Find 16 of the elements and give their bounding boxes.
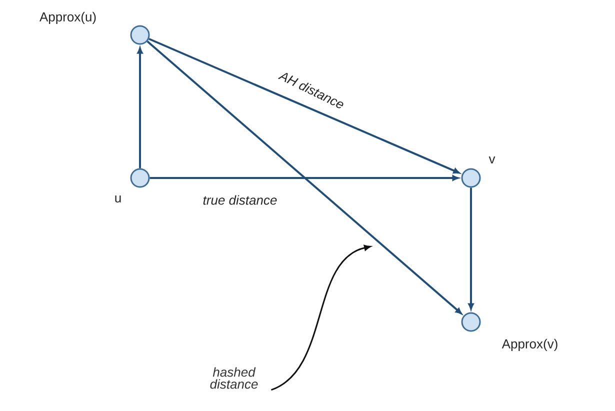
vertex-label: v <box>488 156 496 164</box>
leader-line <box>270 244 371 391</box>
arrow <box>150 175 459 181</box>
vertex-label: u <box>115 196 121 202</box>
arrow <box>137 47 143 168</box>
vertex-label: Approx(v) <box>502 338 558 352</box>
vertex-circle <box>130 168 150 188</box>
annotation-text: hashed distance <box>210 367 258 389</box>
edge-label: true distance <box>203 195 277 205</box>
arrow <box>148 38 460 174</box>
vertex-circle <box>130 25 150 45</box>
vertex-circle <box>461 312 481 332</box>
arrow <box>468 188 474 310</box>
vertex-circle <box>461 168 481 188</box>
arrow <box>146 40 462 314</box>
vertex-label: Approx(u) <box>40 12 96 24</box>
